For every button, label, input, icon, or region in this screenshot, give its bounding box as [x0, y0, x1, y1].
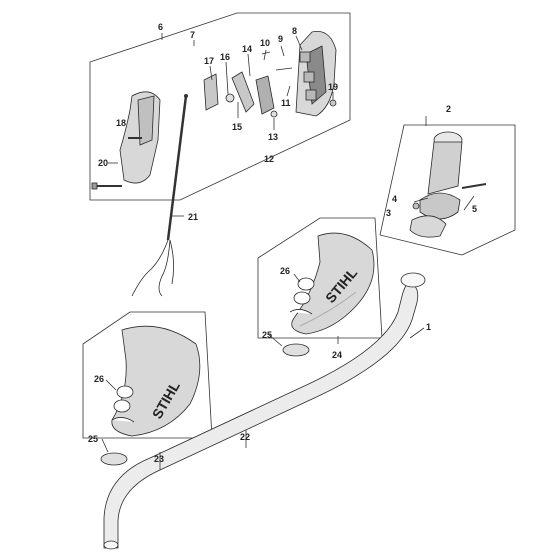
callout-26-upper: 26 [280, 266, 290, 276]
callout-17: 17 [204, 56, 214, 66]
callout-labels: 6 7 8 9 10 11 12 13 14 15 16 17 18 19 20… [88, 22, 477, 464]
callout-21: 21 [188, 212, 198, 222]
callout-19: 19 [328, 82, 338, 92]
drive-tube [103, 272, 426, 550]
callout-25-upper: 25 [262, 330, 272, 340]
callout-11: 11 [281, 98, 291, 108]
screw-20 [91, 182, 122, 190]
callout-16: 16 [220, 52, 230, 62]
trigger-parts [203, 51, 337, 118]
callout-8: 8 [292, 26, 297, 36]
handle-group-frame [89, 12, 351, 201]
callout-2: 2 [446, 104, 451, 114]
right-handle [409, 131, 487, 238]
callout-9: 9 [278, 34, 283, 44]
callout-26-lower: 26 [94, 374, 104, 384]
callout-4: 4 [392, 194, 397, 204]
callout-14: 14 [242, 44, 252, 54]
throttle-cable [131, 94, 188, 297]
callout-12: 12 [264, 154, 274, 164]
callout-22: 22 [240, 432, 250, 442]
lower-guard-frame [82, 311, 213, 439]
callout-18: 18 [116, 118, 126, 128]
callout-25-lower: 25 [88, 434, 98, 444]
callout-7: 7 [190, 30, 195, 40]
lower-guard: STIHL [100, 325, 201, 466]
middle-guard: STIHL [282, 232, 375, 357]
callout-5: 5 [472, 204, 477, 214]
right-handle-frame [379, 124, 516, 256]
callout-24: 24 [332, 350, 342, 360]
callout-15: 15 [232, 122, 242, 132]
callout-10: 10 [260, 38, 270, 48]
callout-20: 20 [98, 158, 108, 168]
control-handle-housing [295, 31, 337, 117]
callout-6: 6 [158, 22, 163, 32]
callout-3: 3 [386, 208, 391, 218]
callout-13: 13 [268, 132, 278, 142]
middle-guard-frame [257, 217, 383, 339]
callout-23: 23 [154, 454, 164, 464]
callout-1: 1 [426, 322, 431, 332]
leader-lines [101, 33, 475, 470]
